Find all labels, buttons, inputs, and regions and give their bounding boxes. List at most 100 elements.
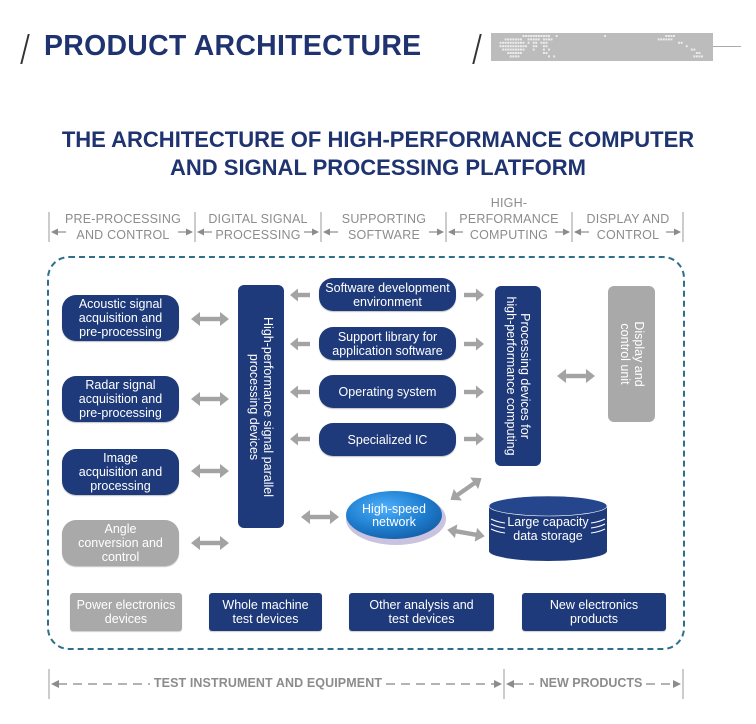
map-dot (670, 35, 673, 37)
box-label: test devices (388, 612, 455, 626)
node-label: data storage (513, 529, 583, 543)
network-node (346, 491, 446, 545)
node-label: Image (103, 451, 138, 465)
map-dot (509, 45, 512, 48)
map-dot (504, 38, 507, 41)
hpc-devices-panel: Processing devices for high-performance … (495, 286, 541, 466)
map-dot (517, 45, 520, 48)
map-dot (502, 48, 505, 51)
map-dot (522, 48, 525, 51)
map-dot (680, 41, 683, 44)
map-dot (519, 52, 522, 54)
column-header-line: SUPPORTING (341, 212, 427, 226)
diagonal-arrow-icon (446, 472, 486, 506)
column-header-preprocessing: PRE-PROCESSING AND CONTROL (58, 211, 188, 243)
map-dot (514, 48, 517, 51)
map-dot (499, 41, 502, 44)
column-header-line: AND CONTROL (76, 228, 170, 242)
box-label: Power electronics (76, 598, 176, 612)
node-label: pre-processing (79, 406, 162, 420)
operating-system-node: Operating system (319, 375, 456, 408)
column-header-line: DIGITAL SIGNAL (208, 212, 308, 226)
map-dot (514, 55, 517, 58)
map-dot (527, 41, 530, 44)
node-label: Large capacity (507, 515, 589, 529)
specialized-ic-node: Specialized IC (319, 423, 456, 456)
map-dot (693, 48, 696, 51)
double-arrow-icon (191, 392, 229, 406)
arrow-left-icon (290, 288, 310, 302)
footer-test-instrument-label: TEST INSTRUMENT AND EQUIPMENT (153, 676, 383, 690)
map-dot (512, 45, 515, 48)
map-dot (665, 35, 668, 37)
map-dot (698, 55, 701, 58)
map-dot (545, 35, 548, 37)
node-label: application software (332, 343, 443, 358)
box-label: test devices (232, 612, 299, 626)
box-label: New electronics (549, 598, 639, 612)
map-dot (504, 45, 507, 48)
map-dot (542, 45, 545, 48)
other-analysis-test-box: Other analysis and test devices (349, 593, 494, 631)
map-dot (545, 52, 548, 54)
box-label: devices (104, 612, 148, 626)
map-dot (548, 48, 550, 51)
network-label: High-speed network (346, 503, 442, 529)
map-dot (499, 45, 502, 48)
column-dividers (48, 212, 684, 242)
column-header-line: PRE-PROCESSING (64, 212, 181, 226)
column-header-hpc: HIGH- PERFORMANCE COMPUTING (447, 195, 571, 243)
map-dot (695, 55, 698, 58)
arrow-left-icon (290, 432, 310, 446)
column-header-display: DISPLAY AND CONTROL (573, 211, 683, 243)
node-label: environment (353, 294, 422, 309)
node-label: Specialized IC (347, 432, 428, 447)
column-header-line: HIGH- (490, 196, 528, 210)
map-dot (535, 38, 538, 41)
map-dot (507, 38, 510, 41)
map-dot (698, 52, 701, 54)
node-label: conversion and (78, 536, 163, 550)
map-dot (525, 35, 528, 37)
radar-signal-node: Radar signal acquisition and pre-process… (62, 376, 179, 422)
map-dot (545, 45, 548, 48)
map-dot (532, 45, 535, 48)
map-dot (530, 35, 533, 37)
node-label: acquisition and (78, 465, 163, 479)
map-dot (512, 41, 515, 44)
map-dot (530, 38, 533, 41)
node-label: acquisition and (78, 392, 163, 406)
column-header-line: DISPLAY AND (586, 212, 670, 226)
map-dot (532, 48, 535, 51)
double-arrow-icon (191, 536, 229, 550)
double-arrow-icon (446, 522, 486, 544)
footer-new-products-label: NEW PRODUCTS (539, 676, 643, 690)
node-label: Acoustic signal (78, 297, 163, 311)
map-dot (548, 55, 550, 58)
map-dot (701, 55, 703, 58)
column-header-line: COMPUTING (469, 228, 549, 242)
map-dot (527, 35, 530, 37)
node-label: control (101, 550, 140, 564)
column-header-line: SOFTWARE (348, 228, 420, 242)
map-dot (504, 48, 507, 51)
map-dot (519, 45, 522, 48)
map-dot (545, 38, 548, 41)
map-dot (514, 52, 517, 54)
map-dot (695, 52, 698, 54)
map-dot (522, 45, 525, 48)
map-dot (509, 38, 512, 41)
map-dot (507, 41, 510, 44)
map-dot (537, 38, 540, 41)
map-dot (509, 48, 512, 51)
footer-dividers (48, 669, 684, 699)
node-label: acquisition and (78, 311, 163, 325)
map-dot (512, 55, 515, 58)
map-dot (535, 45, 538, 48)
whole-machine-test-box: Whole machine test devices (209, 593, 322, 631)
new-electronics-box: New electronics products (522, 593, 666, 631)
map-dot (665, 38, 668, 41)
node-label: processing (90, 479, 151, 493)
map-dot (509, 52, 512, 54)
